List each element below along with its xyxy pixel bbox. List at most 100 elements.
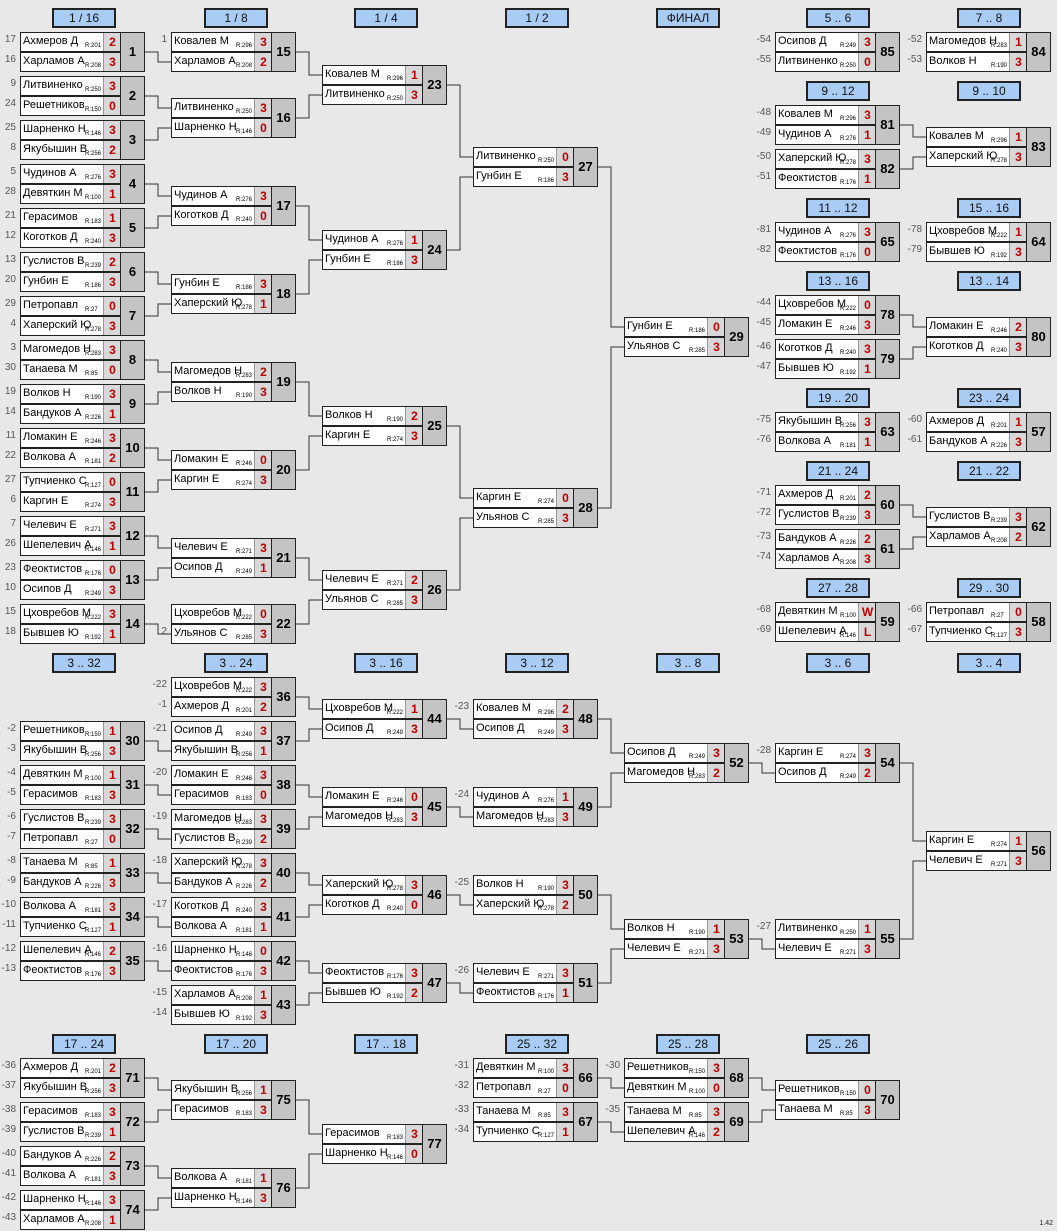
match-69[interactable]: Танаева МR:853Шепелевич АR:146269 — [624, 1102, 749, 1142]
match-29[interactable]: Гунбин ЕR:1860Ульянов СR:285329 — [624, 317, 749, 357]
player-row[interactable]: Цховребов МR:2223 — [20, 604, 121, 624]
player-row[interactable]: Гунбин ЕR:1863 — [171, 274, 272, 294]
player-row[interactable]: Цховребов МR:2221 — [322, 699, 423, 719]
player-row[interactable]: ПетропавлR:270 — [473, 1078, 574, 1098]
player-row[interactable]: Девяткин МR:1000 — [624, 1078, 725, 1098]
player-row[interactable]: Ахмеров ДR:2012 — [775, 485, 876, 505]
player-row[interactable]: Магомедов НR:2833 — [171, 809, 272, 829]
player-row[interactable]: Коготков ДR:2403 — [20, 228, 121, 248]
player-row[interactable]: ФеоктистовR:1761 — [473, 983, 574, 1003]
player-row[interactable]: ГерасимовR:1830 — [171, 785, 272, 805]
player-row[interactable]: Бандуков АR:2263 — [20, 873, 121, 893]
player-row[interactable]: ГерасимовR:1831 — [20, 208, 121, 228]
match-21[interactable]: Челевич ЕR:2713Осипов ДR:249121 — [171, 538, 296, 578]
match-59[interactable]: Девяткин МR:100WШепелевич АR:146L59 — [775, 602, 900, 642]
player-row[interactable]: ГерасимовR:1833 — [171, 1100, 272, 1120]
match-8[interactable]: Магомедов НR:2833Танаева МR:8508 — [20, 340, 145, 380]
player-row[interactable]: Якубышин ВR:2561 — [171, 741, 272, 761]
player-row[interactable]: Шепелевич АR:146L — [775, 622, 876, 642]
player-row[interactable]: Шарненко НR:1463 — [171, 1188, 272, 1208]
player-row[interactable]: Гуслистов ВR:2391 — [20, 1122, 121, 1142]
match-65[interactable]: Чудинов АR:2763ФеоктистовR:176065 — [775, 222, 900, 262]
match-13[interactable]: ФеоктистовR:1760Осипов ДR:249313 — [20, 560, 145, 600]
match-48[interactable]: Ковалев МR:2962Осипов ДR:249348 — [473, 699, 598, 739]
player-row[interactable]: Ломакин ЕR:2463 — [171, 765, 272, 785]
match-47[interactable]: ФеоктистовR:1763Бывшев ЮR:192247 — [322, 963, 447, 1003]
player-row[interactable]: Цховребов МR:2223 — [171, 677, 272, 697]
match-22[interactable]: Цховребов МR:2220Ульянов СR:285322 — [171, 604, 296, 644]
match-37[interactable]: Осипов ДR:2493Якубышин ВR:256137 — [171, 721, 296, 761]
player-row[interactable]: Гунбин ЕR:1863 — [20, 272, 121, 292]
player-row[interactable]: Ломакин ЕR:2462 — [926, 317, 1027, 337]
match-58[interactable]: ПетропавлR:270Тупчиенко СR:127358 — [926, 602, 1051, 642]
match-4[interactable]: Чудинов АR:2763Девяткин МR:10014 — [20, 164, 145, 204]
player-row[interactable]: Якубышин ВR:2562 — [20, 140, 121, 160]
player-row[interactable]: Ломакин ЕR:2463 — [775, 315, 876, 335]
match-11[interactable]: Тупчиенко СR:1270Каргин ЕR:274311 — [20, 472, 145, 512]
player-row[interactable]: Чудинов АR:2761 — [775, 125, 876, 145]
player-row[interactable]: Челевич ЕR:2713 — [171, 538, 272, 558]
match-19[interactable]: Магомедов НR:2832Волков НR:190319 — [171, 362, 296, 402]
player-row[interactable]: Хаперский ЮR:2783 — [775, 149, 876, 169]
player-row[interactable]: Гуслистов ВR:2393 — [775, 505, 876, 525]
player-row[interactable]: Цховребов МR:2221 — [926, 222, 1027, 242]
player-row[interactable]: Каргин ЕR:2743 — [171, 470, 272, 490]
match-32[interactable]: Гуслистов ВR:2393ПетропавлR:27032 — [20, 809, 145, 849]
player-row[interactable]: ЛитвиненкоR:2503 — [20, 76, 121, 96]
match-3[interactable]: Шарненко НR:1463Якубышин ВR:25623 — [20, 120, 145, 160]
player-row[interactable]: Волкова АR:1812 — [20, 448, 121, 468]
player-row[interactable]: Коготков ДR:2403 — [171, 897, 272, 917]
player-row[interactable]: Осипов ДR:2493 — [20, 580, 121, 600]
player-row[interactable]: Харламов АR:2081 — [20, 1210, 121, 1230]
match-10[interactable]: Ломакин ЕR:2463Волкова АR:181210 — [20, 428, 145, 468]
match-51[interactable]: Челевич ЕR:2713ФеоктистовR:176151 — [473, 963, 598, 1003]
match-23[interactable]: Ковалев МR:2961ЛитвиненкоR:250323 — [322, 65, 447, 105]
player-row[interactable]: Волков НR:1903 — [171, 382, 272, 402]
match-6[interactable]: Гуслистов ВR:2392Гунбин ЕR:18636 — [20, 252, 145, 292]
player-row[interactable]: Ульянов СR:2853 — [624, 337, 725, 357]
player-row[interactable]: Ахмеров ДR:2012 — [20, 32, 121, 52]
player-row[interactable]: Харламов АR:2082 — [926, 527, 1027, 547]
match-55[interactable]: ЛитвиненкоR:2501Челевич ЕR:271355 — [775, 919, 900, 959]
player-row[interactable]: Волков НR:1903 — [473, 875, 574, 895]
match-52[interactable]: Осипов ДR:2493Магомедов НR:283252 — [624, 743, 749, 783]
match-53[interactable]: Волков НR:1901Челевич ЕR:271353 — [624, 919, 749, 959]
player-row[interactable]: Тупчиенко СR:1271 — [473, 1122, 574, 1142]
player-row[interactable]: Девяткин МR:1001 — [20, 765, 121, 785]
match-64[interactable]: Цховребов МR:2221Бывшев ЮR:192364 — [926, 222, 1051, 262]
match-44[interactable]: Цховребов МR:2221Осипов ДR:249344 — [322, 699, 447, 739]
player-row[interactable]: Бандуков АR:2262 — [20, 1146, 121, 1166]
match-7[interactable]: ПетропавлR:270Хаперский ЮR:27837 — [20, 296, 145, 336]
match-60[interactable]: Ахмеров ДR:2012Гуслистов ВR:239360 — [775, 485, 900, 525]
player-row[interactable]: Бывшев ЮR:1922 — [322, 983, 423, 1003]
player-row[interactable]: Каргин ЕR:2743 — [775, 743, 876, 763]
match-2[interactable]: ЛитвиненкоR:2503РешетниковR:15002 — [20, 76, 145, 116]
player-row[interactable]: Гуслистов ВR:2392 — [20, 252, 121, 272]
player-row[interactable]: Чудинов АR:2761 — [322, 230, 423, 250]
player-row[interactable]: Коготков ДR:2403 — [775, 339, 876, 359]
player-row[interactable]: ГерасимовR:1833 — [322, 1124, 423, 1144]
match-70[interactable]: РешетниковR:1500Танаева МR:85370 — [775, 1080, 900, 1120]
player-row[interactable]: Цховребов МR:2220 — [775, 295, 876, 315]
player-row[interactable]: Гуслистов ВR:2393 — [20, 809, 121, 829]
player-row[interactable]: Ковалев МR:2961 — [322, 65, 423, 85]
player-row[interactable]: Якубышин ВR:2563 — [775, 412, 876, 432]
player-row[interactable]: Челевич ЕR:2713 — [20, 516, 121, 536]
player-row[interactable]: Харламов АR:2083 — [20, 52, 121, 72]
player-row[interactable]: Шарненко НR:1460 — [322, 1144, 423, 1164]
match-33[interactable]: Танаева МR:851Бандуков АR:226333 — [20, 853, 145, 893]
player-row[interactable]: Магомедов НR:2833 — [473, 807, 574, 827]
match-72[interactable]: ГерасимовR:1833Гуслистов ВR:239172 — [20, 1102, 145, 1142]
player-row[interactable]: Ульянов СR:2853 — [322, 590, 423, 610]
match-63[interactable]: Якубышин ВR:2563Волкова АR:181163 — [775, 412, 900, 452]
match-43[interactable]: Харламов АR:2081Бывшев ЮR:192343 — [171, 985, 296, 1025]
player-row[interactable]: Волков НR:1903 — [20, 384, 121, 404]
match-56[interactable]: Каргин ЕR:2741Челевич ЕR:271356 — [926, 831, 1051, 871]
player-row[interactable]: Коготков ДR:2400 — [322, 895, 423, 915]
player-row[interactable]: ЛитвиненкоR:2500 — [775, 52, 876, 72]
player-row[interactable]: Магомедов НR:2833 — [20, 340, 121, 360]
player-row[interactable]: Коготков ДR:2400 — [171, 206, 272, 226]
player-row[interactable]: Бывшев ЮR:1923 — [926, 242, 1027, 262]
player-row[interactable]: Волкова АR:1811 — [775, 432, 876, 452]
player-row[interactable]: Бывшев ЮR:1923 — [171, 1005, 272, 1025]
